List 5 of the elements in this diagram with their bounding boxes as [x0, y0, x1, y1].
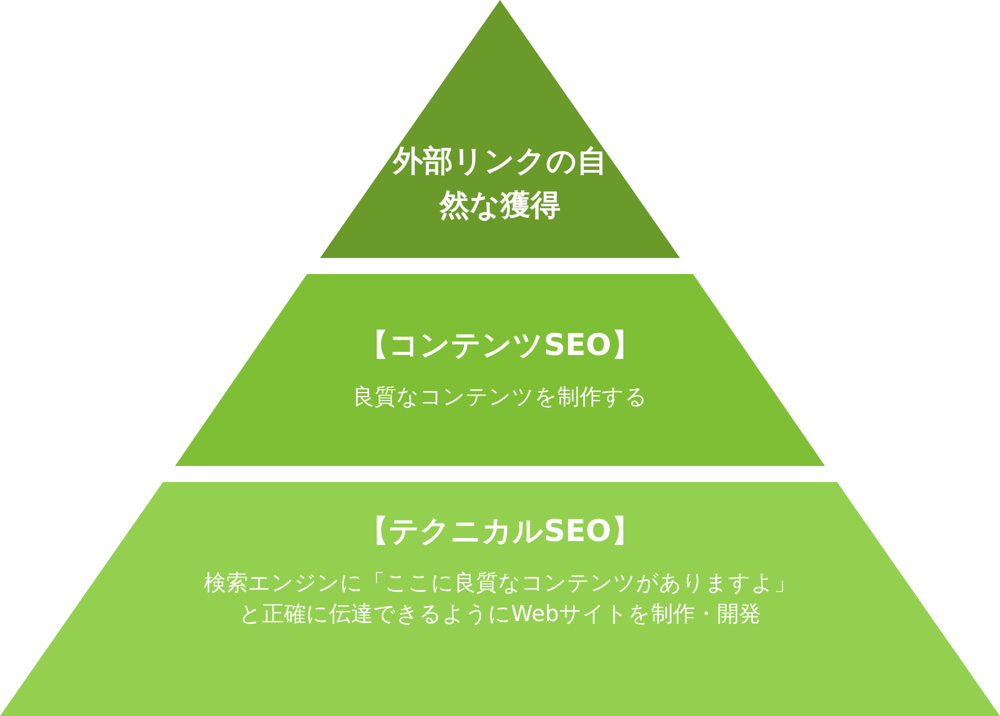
tier-heading: 外部リンクの自然な獲得	[391, 143, 608, 224]
tier-heading: 【テクニカルSEO】	[358, 513, 642, 551]
tier-description: 検索エンジンに「ここに良質なコンテンツがありますよ」と正確に伝達できるようにWebサイトを制作・開発	[203, 570, 797, 630]
tier-description: 良質なコンテンツを制作する	[352, 384, 648, 412]
tier-heading: 【コンテンツSEO】	[358, 327, 642, 365]
